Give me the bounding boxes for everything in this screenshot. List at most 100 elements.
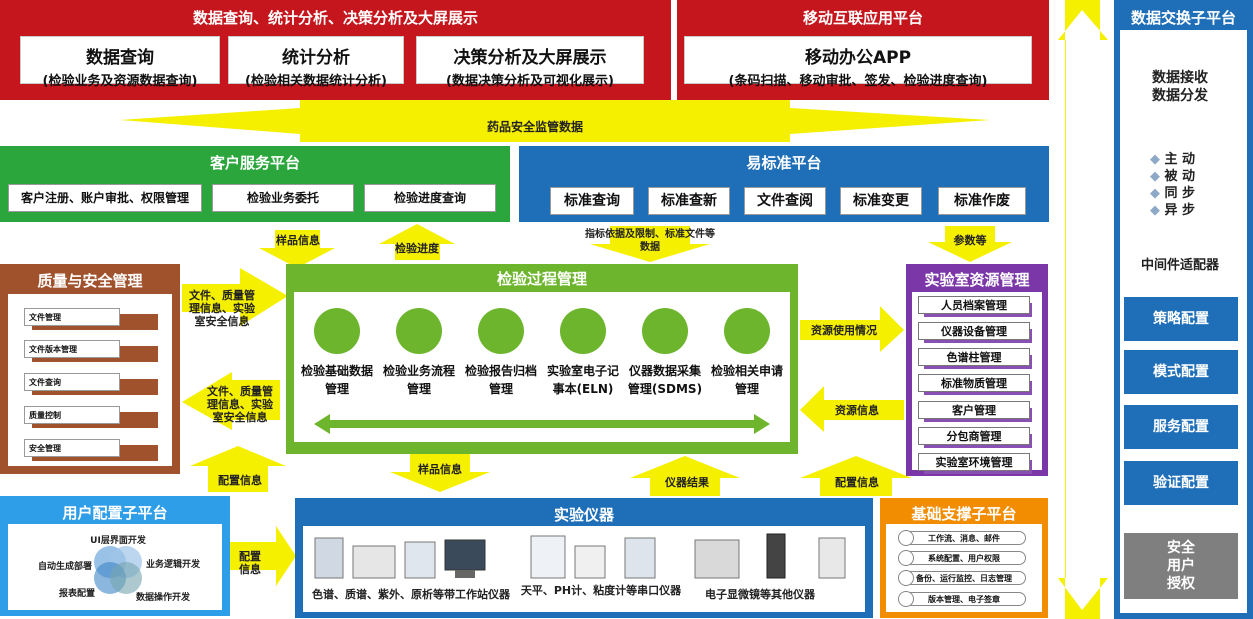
module-basic-data-label: 检验基础数据管理 xyxy=(300,364,373,396)
strategy-config-button[interactable]: 策略配置 xyxy=(1124,297,1238,341)
standard-item-change[interactable]: 标准变更 xyxy=(840,187,922,215)
security-line-3: 授权 xyxy=(1167,576,1195,592)
quality-out-arrow xyxy=(182,372,280,430)
quality-item-safety[interactable]: 安全管理 xyxy=(24,439,158,461)
lab-item-column[interactable]: 色谱柱管理 xyxy=(918,348,1030,366)
customer-item-register[interactable]: 客户注册、账户审批、权限管理 xyxy=(8,184,202,212)
customer-item-progress[interactable]: 检验进度查询 xyxy=(364,184,496,212)
data-query-sub: (检验业务及资源数据查询) xyxy=(42,74,198,89)
sample-info2-label: 样品信息 xyxy=(418,463,462,476)
instrument-group-other: 电子显微镜等其他仪器 xyxy=(705,588,815,601)
config-right-label: 配置信息 xyxy=(835,476,879,489)
security-auth-button[interactable]: 安全 用户 授权 xyxy=(1124,533,1238,599)
instrument-images xyxy=(314,533,846,579)
exchange-mode-async-label: 异 步 xyxy=(1164,203,1196,218)
standard-item-file[interactable]: 文件查阅 xyxy=(744,187,826,215)
instrument-result-label: 仪器结果 xyxy=(665,476,709,489)
ph-meter-icon xyxy=(574,545,606,579)
statistics-title: 统计分析 xyxy=(282,48,350,68)
mode-config-button[interactable]: 模式配置 xyxy=(1124,350,1238,394)
security-line-2: 用户 xyxy=(1167,558,1195,574)
user-config-deploy: 自动生成部署 xyxy=(37,562,92,572)
mobile-panel-title: 移动互联应用平台 xyxy=(802,9,923,27)
standard-panel-title: 易标准平台 xyxy=(746,154,822,172)
lab-item-subcontractor[interactable]: 分包商管理 xyxy=(918,427,1030,445)
module-workflow-icon xyxy=(396,308,442,354)
workstation-icon xyxy=(444,539,486,571)
quality-item-control[interactable]: 质量控制 xyxy=(24,406,158,428)
statistics-box[interactable]: 统计分析 (检验相关数据统计分析) xyxy=(228,36,404,89)
exchange-panel-title: 数据交换子平台 xyxy=(1130,9,1236,27)
quality-item-safety-label: 安全管理 xyxy=(24,439,120,457)
module-sdms[interactable]: 仪器数据采集管理(SDMS) xyxy=(626,300,704,412)
resource-use-label: 资源使用情况 xyxy=(811,324,877,337)
diamond-icon: ◆ xyxy=(1150,169,1165,184)
module-sdms-icon xyxy=(642,308,688,354)
support-item-workflow[interactable]: 工作流、消息、邮件 xyxy=(902,531,1026,545)
support-item-config[interactable]: 系统配置、用户权限 xyxy=(902,551,1026,565)
user-config-venn xyxy=(94,546,142,594)
module-eln-label: 实验室电子记事本(ELN) xyxy=(546,364,619,396)
user-config-report: 报表配置 xyxy=(58,589,95,599)
analysis-panel-title: 数据查询、统计分析、决策分析及大屏展示 xyxy=(192,9,478,27)
quality-item-version[interactable]: 文件版本管理 xyxy=(24,340,158,362)
gc-icon xyxy=(352,545,396,579)
service-config-button[interactable]: 服务配置 xyxy=(1124,405,1238,449)
diamond-icon: ◆ xyxy=(1150,152,1165,167)
module-report[interactable]: 检验报告归档管理 xyxy=(462,300,540,412)
module-eln[interactable]: 实验室电子记事本(ELN) xyxy=(544,300,622,412)
exchange-mode-passive: ◆ 被 动 xyxy=(1150,169,1220,185)
lab-item-customer[interactable]: 客户管理 xyxy=(918,401,1030,419)
indicator-label: 指标依据及限制、标准文件等数据 xyxy=(585,229,715,253)
exchange-vertical-arrow xyxy=(1058,0,1108,619)
resource-info-arrow xyxy=(800,386,904,432)
mobile-app-box[interactable]: 移动办公APP (条码扫描、移动审批、签发、检验进度查询) xyxy=(684,36,1032,89)
standard-item-void[interactable]: 标准作废 xyxy=(938,187,1026,215)
module-apply-icon xyxy=(724,308,770,354)
lab-item-equipment[interactable]: 仪器设备管理 xyxy=(918,322,1030,340)
hplc-icon xyxy=(314,537,344,579)
lab-item-staff[interactable]: 人员档案管理 xyxy=(918,296,1030,314)
data-query-box[interactable]: 数据查询 (检验业务及资源数据查询) xyxy=(20,36,220,89)
resource-use-arrow xyxy=(800,306,904,352)
exchange-recv: 数据接收 xyxy=(1152,70,1208,86)
quality-item-query[interactable]: 文件查询 xyxy=(24,373,158,395)
user-config-ui: UI层界面开发 xyxy=(90,536,146,546)
module-basic-data-icon xyxy=(314,308,360,354)
process-inner xyxy=(294,292,790,442)
user-config-dataop: 数据操作开发 xyxy=(135,593,190,603)
support-dot-3 xyxy=(898,591,914,607)
exchange-mode-active-label: 主 动 xyxy=(1164,152,1196,167)
support-dot-1 xyxy=(898,550,914,566)
quality-item-file[interactable]: 文件管理 xyxy=(24,308,158,330)
module-basic-data[interactable]: 检验基础数据管理 xyxy=(298,300,376,412)
quality-item-version-label: 文件版本管理 xyxy=(24,340,120,358)
mobile-app-sub: (条码扫描、移动审批、签发、检验进度查询) xyxy=(728,74,988,89)
instrument-group-serial: 天平、PH计、粘度计等串口仪器 xyxy=(520,584,682,597)
config-left-arrow xyxy=(190,446,286,478)
quality-out-label: 文件、质量管理信息、实验室安全信息 xyxy=(207,385,273,424)
standard-item-new[interactable]: 标准查新 xyxy=(648,187,730,215)
instrument-panel-title: 实验仪器 xyxy=(553,506,614,524)
module-apply-label: 检验相关申请管理 xyxy=(710,364,783,396)
module-apply[interactable]: 检验相关申请管理 xyxy=(708,300,786,412)
support-item-version[interactable]: 版本管理、电子签章 xyxy=(902,592,1026,606)
customer-item-entrust[interactable]: 检验业务委托 xyxy=(212,184,354,212)
middleware-label: 中间件适配器 xyxy=(1140,258,1219,273)
indicator-arrow xyxy=(590,226,710,262)
validation-config-button[interactable]: 验证配置 xyxy=(1124,461,1238,505)
support-item-backup[interactable]: 备份、运行监控、日志管理 xyxy=(902,571,1026,585)
support-dot-2 xyxy=(898,570,914,586)
module-report-label: 检验报告归档管理 xyxy=(464,364,537,396)
decision-box[interactable]: 决策分析及大屏展示 (数据决策分析及可视化展示) xyxy=(416,36,644,89)
lab-item-reference[interactable]: 标准物质管理 xyxy=(918,374,1030,392)
viscometer-icon xyxy=(624,537,656,579)
resource-info-label: 资源信息 xyxy=(835,404,879,417)
microscope-icon xyxy=(766,533,786,579)
exchange-mode-passive-label: 被 动 xyxy=(1164,169,1196,184)
module-workflow[interactable]: 检验业务流程管理 xyxy=(380,300,458,412)
standard-item-query[interactable]: 标准查询 xyxy=(550,187,634,215)
lab-item-environment[interactable]: 实验室环境管理 xyxy=(918,453,1030,471)
support-panel-title: 基础支撑子平台 xyxy=(911,505,1017,523)
